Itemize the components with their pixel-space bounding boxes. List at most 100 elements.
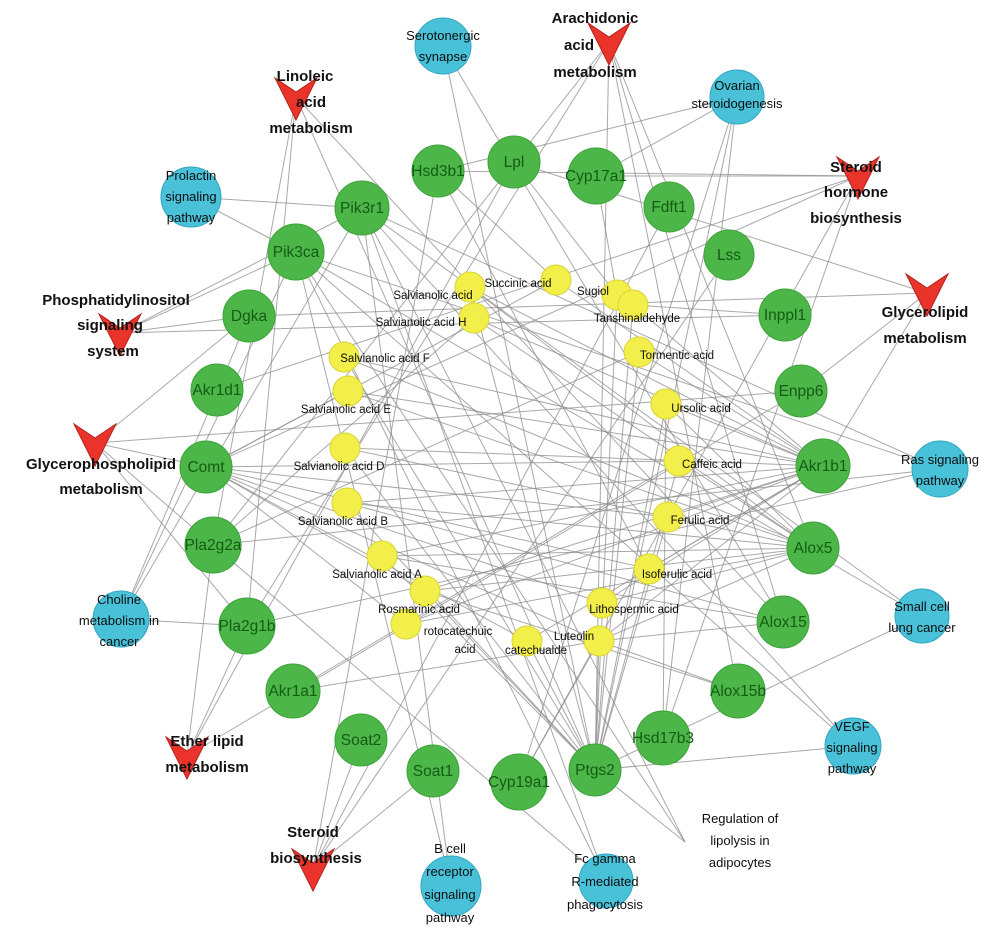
pathway-label-serotonergic-0: Serotonergic xyxy=(406,28,480,43)
gene-label-cyp17a1: Cyp17a1 xyxy=(565,168,627,185)
edge-ursolic-akr1b1 xyxy=(665,403,824,467)
pathway-label-steroid_hormone-1: hormone xyxy=(824,184,888,201)
red-arrow-icon xyxy=(72,422,118,468)
gene-label-alox15: Alox15 xyxy=(759,614,806,631)
gene-label-akr1d1: Akr1d1 xyxy=(192,382,241,399)
pathway-label-small_cell-0: Small cell xyxy=(894,599,950,614)
pathway-label-ether_lipid-1: metabolism xyxy=(165,759,248,776)
gene-label-soat1: Soat1 xyxy=(413,763,454,780)
edge-phosphatidylinositol-pik3ca xyxy=(119,251,297,334)
edge-sal_a-akr1b1 xyxy=(381,465,824,557)
gene-node-comt xyxy=(179,440,233,494)
pathway-label-glycerolipid-0: Glycerolipid xyxy=(882,304,969,321)
edge-catechualde-akr1b1 xyxy=(526,465,824,642)
pathway-node-choline xyxy=(92,590,150,648)
edge-luteolin-alox15 xyxy=(598,621,784,642)
compound-label-protocatechuic-1: acid xyxy=(454,644,475,656)
edge-isoferulic-hsd3b1 xyxy=(437,170,650,570)
compound-label-ursolic-0: Ursolic acid xyxy=(671,403,730,415)
edge-succinic-akr1b1 xyxy=(555,279,824,467)
edge-protocatechuic-comt xyxy=(205,466,407,625)
edge-tanshinaldehyde-ptgs2 xyxy=(594,304,634,771)
pathway-node-ether_lipid xyxy=(164,735,210,781)
pathway-label-bcell-3: pathway xyxy=(426,910,475,925)
pathway-node-small_cell xyxy=(894,588,950,644)
pathway-label-linoleic-2: metabolism xyxy=(269,120,352,137)
gene-node-akr1a1 xyxy=(265,663,321,719)
edge-ras-pik3r1 xyxy=(361,207,941,470)
edge-salvianolic_g-ptgs2 xyxy=(469,286,596,771)
red-arrow-icon xyxy=(835,155,881,201)
edge-phosphatidylinositol-pik3r1 xyxy=(119,207,363,334)
edge-rosmarinic-alox15b xyxy=(424,590,739,692)
pathway-label-arachidonic-1: acid xyxy=(564,37,594,54)
edge-lipolysis-pik3r1 xyxy=(361,207,686,843)
edge-luteolin-comt xyxy=(205,466,600,642)
red-arrow-icon xyxy=(273,76,319,122)
edge-luteolin-alox5 xyxy=(598,547,814,642)
compound-node-catechualde xyxy=(511,625,543,657)
pathway-label-steroid_hormone-0: Steroid xyxy=(830,159,882,176)
edge-sal_a-alox15 xyxy=(381,555,784,623)
edge-ferulic-comt xyxy=(205,466,669,518)
compound-label-sal_h-0: Salvianolic acid H xyxy=(376,317,467,329)
pathway-node-serotonergic xyxy=(414,17,472,75)
edge-tormentic-ptgs2 xyxy=(594,351,640,771)
edge-sal_f-ptgs2 xyxy=(343,356,596,771)
compound-node-rosmarinic xyxy=(409,575,441,607)
gene-label-soat2: Soat2 xyxy=(341,732,382,749)
compound-label-rosmarinic-0: Rosmarinic acid xyxy=(378,604,460,616)
edge-steroid_biosynthesis-hsd3b1 xyxy=(312,170,439,869)
edge-vegf-pik3ca xyxy=(295,251,854,747)
compound-node-sal_e xyxy=(332,375,364,407)
gene-label-comt: Comt xyxy=(187,459,225,476)
edge-sal_f-akr1b1 xyxy=(343,356,824,467)
gene-node-alox15b xyxy=(710,663,766,719)
pathway-label-choline-0: Choline xyxy=(97,592,141,607)
pathway-label-phosphatidylinositol-1: signaling xyxy=(77,317,143,334)
pathway-label-bcell-1: receptor xyxy=(426,864,474,879)
edge-caffeic-akr1a1 xyxy=(292,460,680,692)
compound-node-protocatechuic xyxy=(390,608,422,640)
gene-label-akr1b1: Akr1b1 xyxy=(798,458,847,475)
edge-vegf-ptgs2 xyxy=(594,745,854,771)
edge-protocatechuic-alox5 xyxy=(405,547,814,625)
compounds-layer xyxy=(328,264,695,657)
edge-luteolin-akr1a1 xyxy=(292,640,600,692)
pathway-label-choline-1: metabolism in xyxy=(79,613,159,628)
pathway-node-glycerophospholipid xyxy=(72,422,118,468)
gene-node-cyp17a1 xyxy=(567,147,625,205)
gene-label-fdft1: Fdft1 xyxy=(651,199,686,216)
compound-label-lithospermic-0: Lithospermic acid xyxy=(589,604,678,616)
gene-node-lpl xyxy=(487,135,541,189)
edge-choline-pik3r1 xyxy=(120,207,363,620)
compound-node-tanshinaldehyde xyxy=(617,289,649,321)
gene-label-lss: Lss xyxy=(717,247,741,264)
edge-arachidonic-pla2g1b xyxy=(246,41,610,627)
cyan-pathways-layer xyxy=(92,17,969,917)
edge-sal_h-alox5 xyxy=(473,317,814,549)
pathway-node-glycerolipid xyxy=(904,272,950,318)
pathway-label-ether_lipid-0: Ether lipid xyxy=(170,733,243,750)
pathway-label-phosphatidylinositol-0: Phosphatidylinositol xyxy=(42,292,190,309)
pathway-label-linoleic-1: acid xyxy=(296,94,326,111)
gene-label-lpl: Lpl xyxy=(504,154,525,171)
pathway-label-ras-0: Ras signaling xyxy=(901,452,979,467)
edge-rosmarinic-alox5 xyxy=(424,547,814,592)
edge-luteolin-akr1b1 xyxy=(598,465,824,642)
edge-ursolic-alox5 xyxy=(665,403,814,549)
pathway-label-steroid_biosynthesis-0: Steroid xyxy=(287,824,339,841)
edge-tormentic-akr1b1 xyxy=(638,351,824,467)
compound-node-salvianolic_g xyxy=(454,271,486,303)
red-arrow-icon xyxy=(290,847,336,893)
pathway-label-bcell-0: B cell xyxy=(434,841,466,856)
pathway-label-fcgamma-0: Fc gamma xyxy=(574,851,636,866)
compound-label-sal_b-0: Salvianolic acid B xyxy=(298,516,388,528)
gene-label-dgka: Dgka xyxy=(231,308,268,325)
pathway-label-vegf-1: signaling xyxy=(826,740,877,755)
pathway-label-choline-2: cancer xyxy=(99,634,139,649)
edge-sal_h-akr1b1 xyxy=(473,317,824,467)
compound-label-sal_f-0: Salvianolic acid F xyxy=(340,353,429,365)
edge-sal_e-akr1b1 xyxy=(347,390,824,467)
